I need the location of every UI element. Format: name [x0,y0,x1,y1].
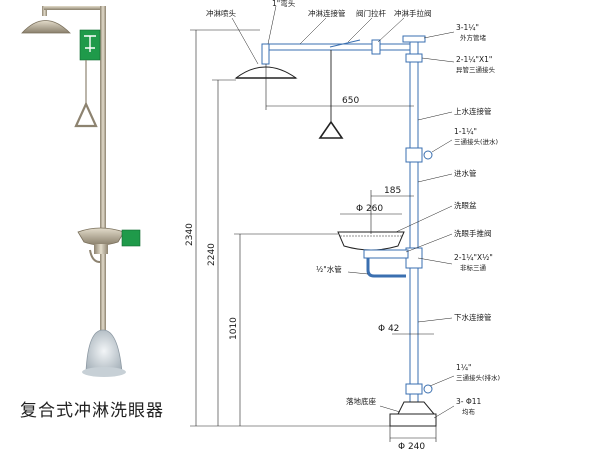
dim-basin-height: 1010 [229,317,239,340]
half-inch-pipe [366,258,406,278]
leader-water-pipe [347,271,369,275]
label-bolt-note: 均布 [462,407,476,416]
leader-shower-pipe [299,17,327,45]
leader-outer-cap [423,31,455,39]
dim-overall-height: 2340 [185,223,195,246]
label-std-tee: 非标三通 [460,263,487,272]
leader-inlet-tee [431,139,453,153]
label-std-tee-size: 2-1¼"X½" [454,253,493,262]
label-inlet-pipe: 进水管 [454,168,477,178]
drain-tee [405,383,423,395]
product-photo [21,6,141,377]
leader-valve-pull [347,17,373,43]
leader-top-unit [267,5,277,45]
leader-push-valve [405,233,453,253]
label-floor-base: 落地底座 [346,396,376,406]
dim-horizontal-reach: 650 [342,96,359,106]
drain-port [423,384,433,394]
inlet-port [423,150,433,160]
eye-wash-basin [337,231,405,251]
valve-lever [329,39,361,48]
label-tee-inlet: 三通接头(进水) [454,137,498,146]
leader-wash-basin [395,205,453,233]
label-upper-pipe: 上水连接管 [454,106,492,116]
label-lower-pipe: 下水连接管 [454,312,492,322]
shower-neck-pipe [261,43,270,65]
label-wash-basin: 洗眼盆 [454,200,477,210]
label-drain-tee: 三通接头(排水) [456,373,500,382]
technical-drawing: 冲淋喷头 1"弯头 冲淋连接管 阀门拉杆 冲淋手拉阀 3-1¼" 外方管堵 2-… [185,0,500,452]
shower-valve-body [371,39,381,55]
label-tee-inlet-size: 1-1¼" [454,127,477,136]
leader-floor-base [379,405,401,413]
leader-reducer-tee [421,57,455,63]
top-cap [402,35,426,43]
photo-horizontal-arm [44,6,104,10]
reducer-tee [405,53,423,63]
photo-pull-triangle [74,101,98,128]
photo-push-valve [94,244,108,254]
label-drain-tee-size: 1¼" [456,363,472,372]
label-shower-pipe: 冲淋连接管 [308,8,346,18]
photo-vertical-pipe [100,6,106,334]
floor-base-plate [389,413,437,427]
photo-shower-head [21,20,71,34]
label-bolt-size: 3- Φ11 [456,397,482,406]
inlet-tee [405,147,423,163]
photo-base-foot [82,367,126,377]
label-shower-pull: 冲淋手拉阀 [394,8,432,18]
label-eye-push-valve: 洗眼手推阀 [454,228,492,238]
leader-shower-head [231,17,259,65]
leader-upper-pipe [417,111,453,121]
leader-drain-tee [429,375,455,387]
product-caption: 复合式冲淋洗眼器 [20,401,164,421]
photo-side-pipe [89,249,101,263]
leader-shower-pull [377,17,405,43]
label-reducer-tee-size: 2-1¼"X1" [456,55,492,64]
label-top-unit: 1"弯头 [272,0,296,8]
photo-floor-base [85,329,123,373]
photo-basin-sign [121,229,141,247]
eye-wash-valve [363,249,409,259]
leader-inlet-pipe [417,173,453,183]
dim-base-dia: Φ 240 [398,442,425,452]
photo-shower-neck [42,6,47,16]
dim-basin-offset: 185 [384,186,401,196]
label-valve-pull: 阀门拉杆 [356,8,386,18]
photo-sign-symbol [84,35,96,52]
label-reducer-tee: 异管三通接头 [456,65,496,74]
dim-pipe-dia: Φ 42 [378,324,399,334]
leader-lower-pipe [417,317,453,323]
dim-shower-height: 2240 [207,243,217,266]
label-water-pipe: ½"水管 [316,264,342,274]
main-vertical-pipe [409,37,419,403]
pull-triangle [318,120,344,139]
leader-std-tee [417,257,453,265]
label-outer-cap-size: 3-1¼" [456,23,479,32]
label-outer-cap: 外方管堵 [460,33,487,42]
dim-basin-dia: Φ 260 [356,204,383,214]
label-shower-head: 冲淋喷头 [206,8,236,18]
leader-bolt [433,405,455,419]
photo-eye-wash-basin [77,227,125,246]
floor-base-cone [397,401,436,415]
